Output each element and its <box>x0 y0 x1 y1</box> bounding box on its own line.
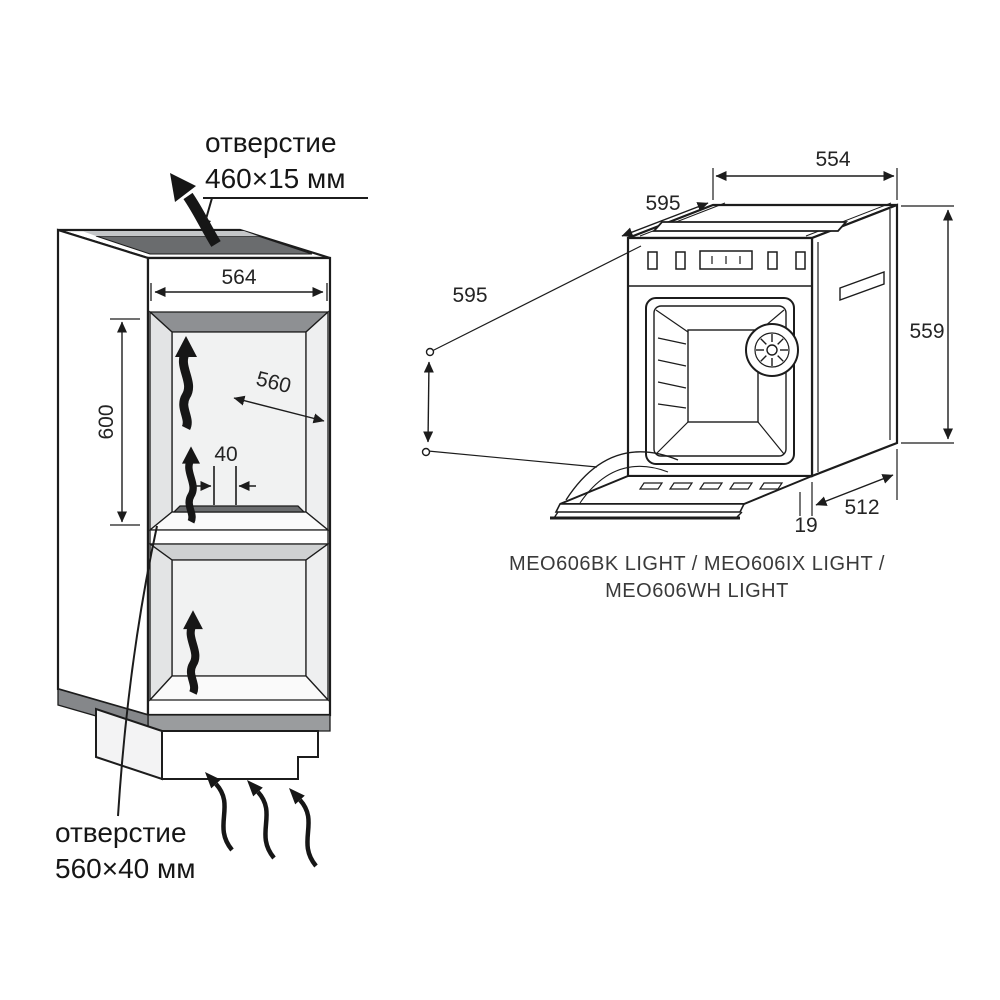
convection-fan-icon <box>745 323 799 377</box>
oven-dimensions: 554 595 595 559 512 19 <box>421 148 954 537</box>
control-knob <box>795 251 806 270</box>
oven-control-panel <box>628 250 812 287</box>
oven-open-door <box>550 451 813 520</box>
control-knob <box>675 251 686 270</box>
door-vent-slots <box>638 482 784 490</box>
dim-line-front-height <box>423 361 434 443</box>
model-names-line2: MEO606WH LIGHT <box>605 580 789 602</box>
rack-guide <box>657 359 687 367</box>
cabinet-vent-gap-label: 40 <box>214 443 237 466</box>
cabinet-inner-width-label: 564 <box>221 266 256 289</box>
top-opening-label-line1: отверстие <box>205 127 337 158</box>
top-vent-slot-shade <box>82 231 258 236</box>
height-leader-top <box>431 245 642 352</box>
dim-line-inner-depth <box>233 395 325 424</box>
side-vent <box>839 271 885 301</box>
oven-front-height-label: 595 <box>452 284 487 307</box>
oven-back-width-label: 554 <box>815 148 850 171</box>
top-airflow-arrow-head <box>170 173 196 202</box>
oven-right-side <box>810 203 899 478</box>
base-airflow-arrow <box>247 780 274 858</box>
shelf-front-edge <box>149 529 329 545</box>
door-glass-curve <box>565 451 679 501</box>
control-knob <box>767 251 778 270</box>
niche-left-wall <box>149 310 173 532</box>
plinth-band-front <box>147 714 331 732</box>
top-opening-leader-arrowhead <box>201 218 211 231</box>
oven-cavity <box>645 297 799 465</box>
rack-guide <box>657 403 687 409</box>
base-airflow-arrow <box>205 772 232 850</box>
cavity-frame-inner <box>653 305 787 457</box>
oven-diagram: 554 595 595 559 512 19 MEO606BK LIGHT / … <box>421 148 954 602</box>
shelf-rear-vent-slot <box>172 505 306 513</box>
lower-floor <box>148 675 330 701</box>
cabinet-callouts: отверстие 460×15 мм отверстие 560×40 мм <box>55 127 368 884</box>
oven-model-names: MEO606BK LIGHT / MEO606IX LIGHT / MEO606… <box>509 553 885 602</box>
control-knob <box>647 251 658 270</box>
cabinet-left-side <box>56 228 150 717</box>
cabinet-lower-compartment <box>148 542 330 702</box>
open-door-panel <box>559 475 813 505</box>
height-leader-bottom <box>427 450 598 468</box>
dim-line-bottom-depth <box>815 474 894 506</box>
base-airflow-arrow <box>289 788 316 866</box>
lower-left-wall <box>149 542 173 702</box>
rack-guide <box>657 337 687 345</box>
cabinet-upper-niche <box>148 310 330 545</box>
oven-body-height-label: 559 <box>909 320 944 343</box>
dim-line-top-depth <box>621 202 709 237</box>
niche-right-wall <box>305 310 329 532</box>
lower-ceiling <box>148 543 330 561</box>
cabinet-plinth <box>57 688 331 781</box>
lower-right-wall <box>305 542 329 702</box>
bottom-opening-label-line2: 560×40 мм <box>55 853 196 884</box>
cavity-back-wall <box>687 329 759 423</box>
bottom-opening-label-line1: отверстие <box>55 817 187 848</box>
niche-ceiling <box>148 311 330 333</box>
cabinet-diagram: 564 600 560 40 отверстие 460×15 мм отвер… <box>55 127 368 884</box>
oven-door-handle-top <box>651 221 849 232</box>
model-names-line1: MEO606BK LIGHT / MEO606IX LIGHT / <box>509 553 885 575</box>
open-door-edge <box>554 503 746 513</box>
rack-guide <box>657 381 687 389</box>
shelf-top <box>148 511 330 531</box>
top-opening-label-line2: 460×15 мм <box>205 163 346 194</box>
door-glass-curve <box>579 465 669 504</box>
bottom-opening-leader <box>117 525 158 817</box>
oven-door-clearance-label: 19 <box>794 514 817 537</box>
plinth-side <box>95 707 163 781</box>
oven-top-depth-label: 595 <box>645 192 680 215</box>
plinth-front <box>161 730 319 780</box>
cabinet-inner-height-label: 600 <box>95 404 118 439</box>
oven-bottom-depth-label: 512 <box>844 496 879 519</box>
